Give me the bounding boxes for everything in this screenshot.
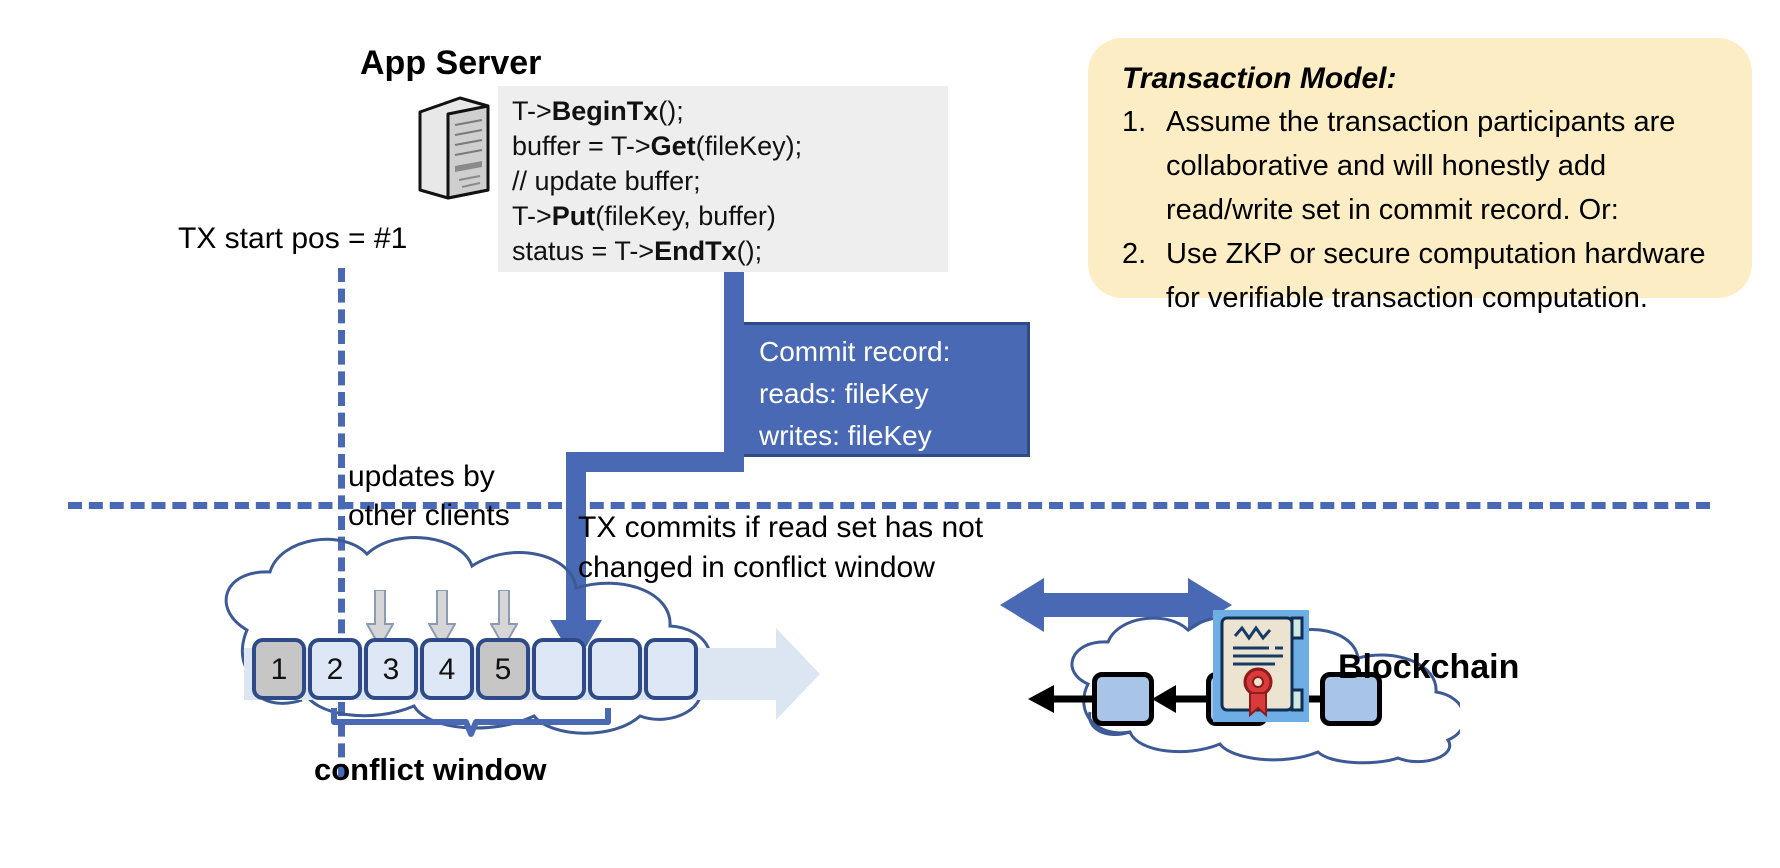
commit-record-reads: reads: fileKey xyxy=(759,378,929,409)
item-number: 1. xyxy=(1122,106,1147,138)
code-bold: BeginTx xyxy=(551,96,659,126)
code-post: (fileKey); xyxy=(695,131,803,161)
updates-by-other-clients-label: updates by other clients xyxy=(348,457,510,535)
layer-divider-dashed-line xyxy=(68,502,1710,509)
bidirectional-sync-arrow-icon xyxy=(1000,578,1232,632)
chain-link-arrow-icon xyxy=(1028,685,1094,713)
transaction-model-heading: Transaction Model: xyxy=(1122,62,1397,95)
code-post: (); xyxy=(736,236,763,266)
conflict-window-brace-icon xyxy=(331,708,611,737)
code-bold: Get xyxy=(650,131,696,161)
app-server-title: App Server xyxy=(360,44,542,82)
blockchain-block[interactable] xyxy=(1092,672,1154,726)
commit-record-box: Commit record: reads: fileKey writes: fi… xyxy=(740,322,1030,457)
certificate-icon xyxy=(1213,610,1309,722)
log-block[interactable]: 2 xyxy=(308,638,362,700)
item-text: Assume the transaction participants are … xyxy=(1166,106,1676,226)
log-block[interactable] xyxy=(532,638,586,700)
code-bold: Put xyxy=(551,201,596,231)
log-block[interactable]: 4 xyxy=(420,638,474,700)
transaction-model-item-2: 2. Use ZKP or secure computation hardwar… xyxy=(1122,232,1726,320)
code-pre: T-> xyxy=(512,201,552,231)
chain-link-arrow-icon xyxy=(1152,685,1208,713)
log-block[interactable]: 5 xyxy=(476,638,530,700)
blockchain-label: Blockchain xyxy=(1338,648,1520,686)
code-line-2: buffer = T->Get(fileKey); xyxy=(512,129,948,164)
conflict-window-label: conflict window xyxy=(314,752,547,787)
code-line-3: // update buffer; xyxy=(512,164,948,199)
commit-record-writes: writes: fileKey xyxy=(759,420,932,451)
tx-start-dashed-line xyxy=(338,268,345,778)
code-bold: EndTx xyxy=(654,236,737,266)
commit-record-title: Commit record: xyxy=(759,336,951,367)
code-pre: T-> xyxy=(512,96,552,126)
log-block[interactable] xyxy=(644,638,698,700)
app-server-code-block: T->BeginTx(); buffer = T->Get(fileKey); … xyxy=(498,86,948,272)
updates-label-line2: other clients xyxy=(348,499,510,532)
log-continuation-arrow-icon xyxy=(730,628,820,720)
commit-arrow-segment-horizontal xyxy=(566,452,744,472)
code-line-1: T->BeginTx(); xyxy=(512,94,948,129)
update-arrow-icon xyxy=(366,590,394,648)
tx-start-pos-label: TX start pos = #1 xyxy=(178,222,408,255)
tx-commits-note: TX commits if read set has not changed i… xyxy=(578,508,983,588)
log-block[interactable] xyxy=(588,638,642,700)
code-post: (fileKey, buffer) xyxy=(595,201,776,231)
log-block[interactable]: 3 xyxy=(364,638,418,700)
code-pre: status = T-> xyxy=(512,236,655,266)
code-post: (); xyxy=(658,96,684,126)
server-icon xyxy=(418,96,490,200)
item-text: Use ZKP or secure computation hardware f… xyxy=(1166,238,1706,314)
update-arrow-icon xyxy=(428,590,456,648)
item-number: 2. xyxy=(1122,238,1147,270)
code-line-4: T->Put(fileKey, buffer) xyxy=(512,199,948,234)
commit-arrow-segment-vertical-top xyxy=(724,272,744,472)
transaction-model-callout: Transaction Model: 1. Assume the transac… xyxy=(1088,38,1752,314)
blockchain-cloud-icon xyxy=(1070,615,1460,765)
tx-commits-note-line2: changed in conflict window xyxy=(578,551,935,584)
tx-commits-note-line1: TX commits if read set has not xyxy=(578,511,984,544)
code-pre: buffer = T-> xyxy=(512,131,651,161)
update-arrow-icon xyxy=(490,590,518,648)
code-pre: // update buffer; xyxy=(512,166,701,196)
transaction-model-item-1: 1. Assume the transaction participants a… xyxy=(1122,100,1726,232)
log-block[interactable]: 1 xyxy=(252,638,306,700)
code-line-5: status = T->EndTx(); xyxy=(512,234,948,269)
updates-label-line1: updates by xyxy=(348,460,495,493)
blockchain-block[interactable] xyxy=(1320,672,1382,726)
